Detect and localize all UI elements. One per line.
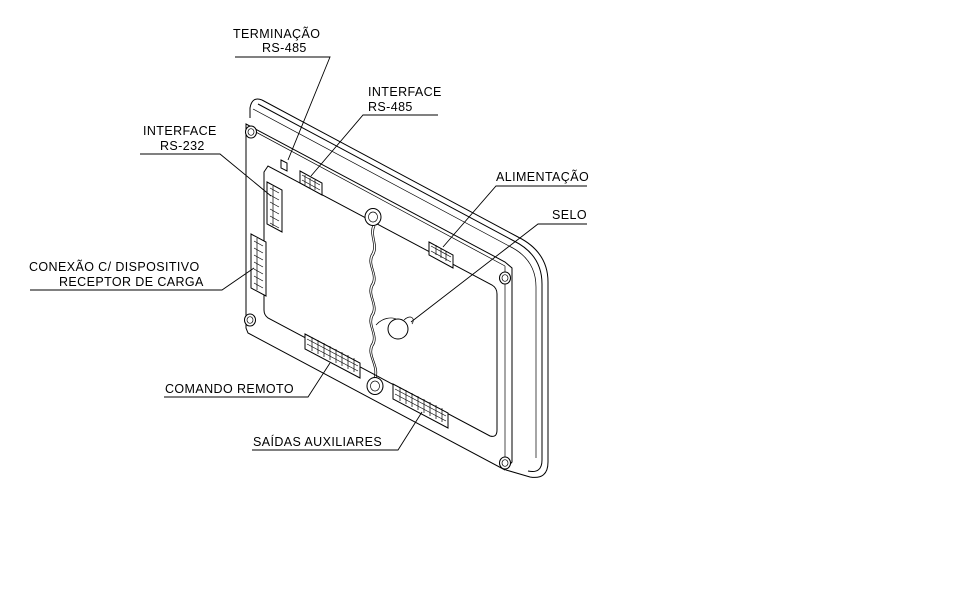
label-seal: SELO — [552, 208, 587, 222]
screw-bottom-left — [244, 313, 256, 327]
device-housing — [245, 98, 549, 478]
front-bezel-inner — [252, 108, 537, 458]
label-load-receptor-line1: CONEXÃO C/ DISPOSITIVO — [29, 260, 200, 274]
label-aux-outputs: SAÍDAS AUXILIARES — [253, 434, 382, 449]
front-bezel-mid — [257, 103, 543, 472]
front-bezel-outer — [261, 99, 549, 478]
leader-termination — [235, 56, 331, 161]
leader-seal — [410, 223, 587, 323]
rs485-connector — [299, 170, 323, 196]
seal-disc — [387, 318, 409, 340]
screw-top-left — [245, 125, 257, 139]
leader-power — [442, 185, 587, 248]
label-rs232-line1: INTERFACE — [143, 124, 217, 138]
label-rs485-line2: RS-485 — [368, 100, 413, 114]
connectors — [250, 159, 454, 429]
seal-wire — [369, 224, 376, 379]
seal-screw-top — [364, 208, 382, 226]
aux-outputs-connector — [392, 383, 449, 429]
screw-bottom-right — [499, 456, 511, 470]
label-remote-command: COMANDO REMOTO — [165, 382, 294, 396]
remote-command-connector — [304, 333, 361, 379]
leader-rs485 — [310, 114, 438, 177]
inner-panel — [263, 165, 498, 437]
leader-load-receptor — [30, 267, 255, 291]
leader-rs232 — [140, 153, 272, 197]
load-receptor-connector — [250, 233, 267, 297]
label-rs485-line1: INTERFACE — [368, 85, 442, 99]
labels: TERMINAÇÃO RS-485 INTERFACE RS-485 INTER… — [29, 27, 589, 449]
termination-jumper — [280, 159, 288, 172]
corner-screws — [244, 125, 511, 470]
label-power: ALIMENTAÇÃO — [496, 170, 589, 184]
label-rs232-line2: RS-232 — [160, 139, 205, 153]
seal-screw-bottom — [366, 377, 384, 395]
rs232-connector — [266, 181, 283, 233]
label-termination-line1: TERMINAÇÃO — [233, 27, 320, 41]
leader-aux — [252, 411, 423, 451]
leader-remote — [164, 362, 331, 398]
power-connector — [428, 241, 454, 269]
label-termination-line2: RS-485 — [262, 41, 307, 55]
leader-lines — [30, 56, 587, 451]
seal-assembly — [364, 208, 414, 395]
label-load-receptor-line2: RECEPTOR DE CARGA — [59, 275, 204, 289]
screw-top-right — [499, 271, 511, 285]
